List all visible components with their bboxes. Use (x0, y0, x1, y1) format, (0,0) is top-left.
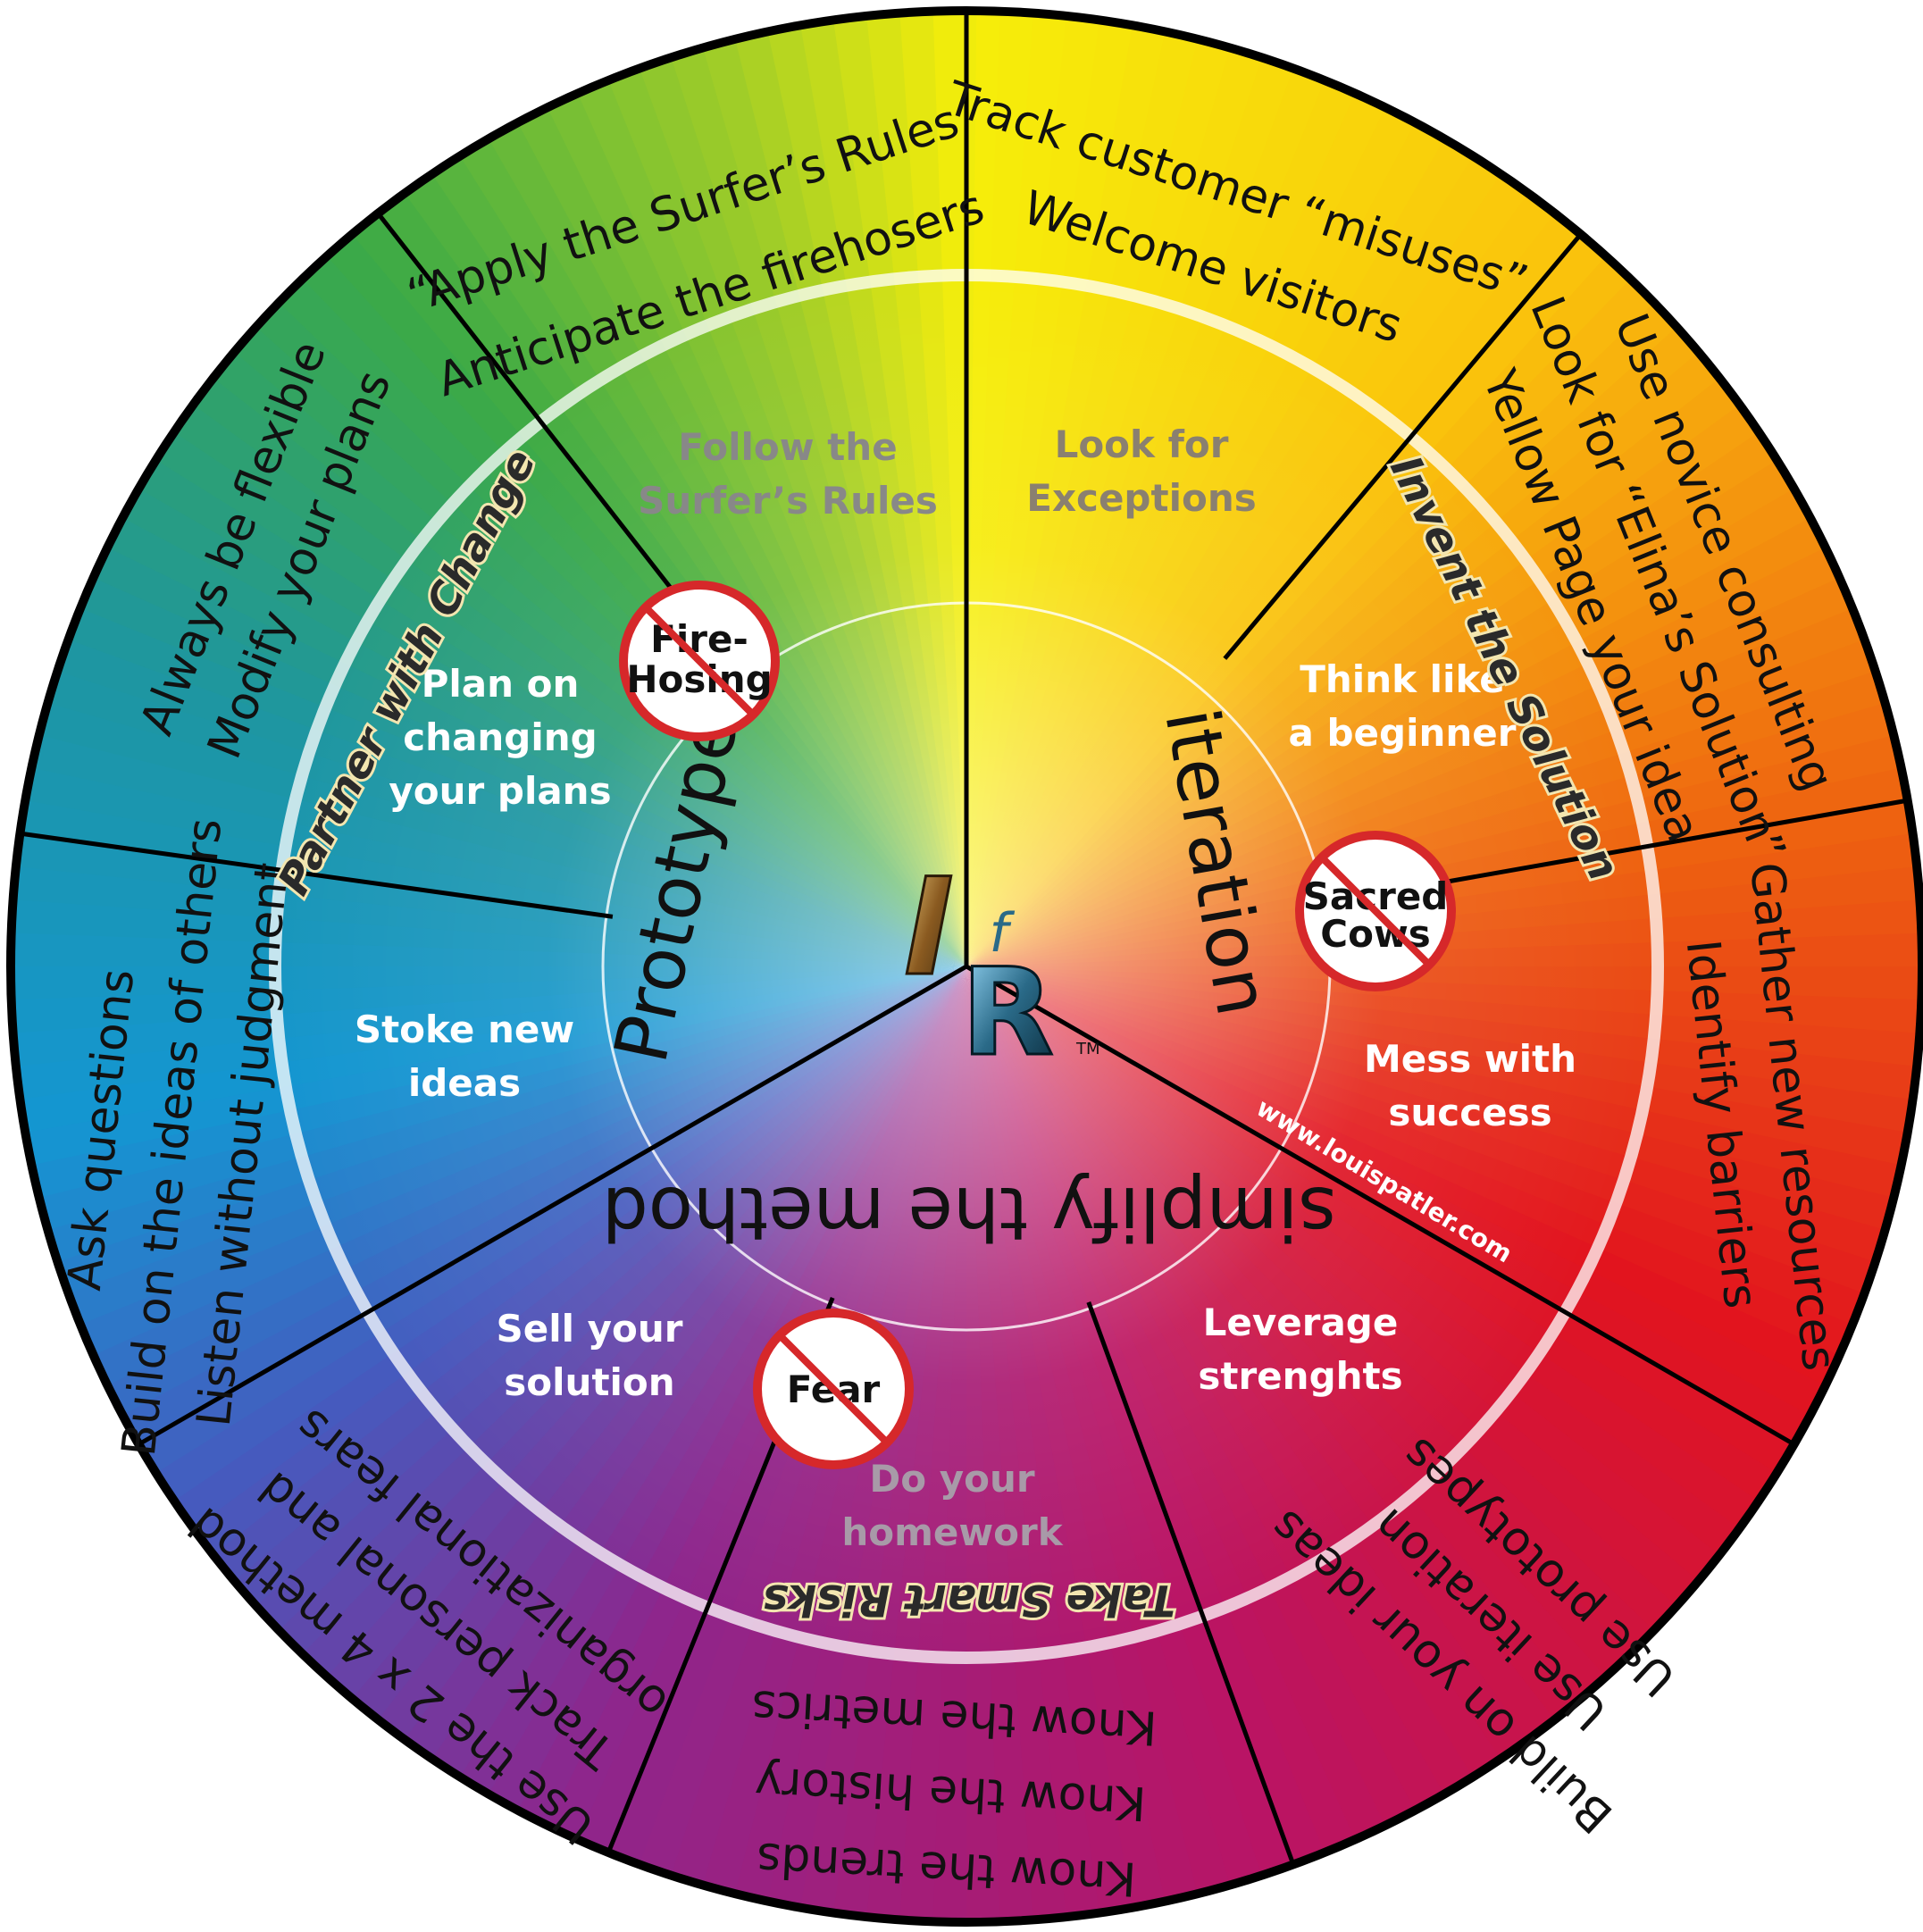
middle-line: a beginner (1289, 711, 1517, 755)
segment-divider (21, 831, 614, 919)
middle-text-follow: Follow the Surfer’s Rules (638, 425, 938, 523)
middle-line: Do your (869, 1457, 1034, 1501)
logo-tm: TM (1075, 1040, 1100, 1058)
middle-line: your plans (389, 769, 611, 813)
middle-line: ideas (408, 1061, 521, 1105)
middle-line: Surfer’s Rules (638, 479, 938, 523)
middle-line: Exceptions (1026, 476, 1256, 520)
middle-text-stoke: Stoke new ideas (355, 1008, 574, 1105)
middle-text-homework: Do your homework (841, 1457, 1063, 1554)
segment-divider (138, 964, 968, 1446)
outer-border (6, 6, 1923, 1927)
middle-line: solution (504, 1360, 674, 1404)
middle-line: Sell your (497, 1307, 683, 1351)
middle-line: Mess with (1364, 1037, 1576, 1081)
middle-text-sell: Sell your solution (497, 1307, 683, 1404)
no-sign-slash (1319, 855, 1432, 967)
segment-divider (965, 964, 1794, 1446)
no-sign-slash (777, 1333, 890, 1445)
no-sign-firehosing: Fire- Hosing (619, 581, 780, 741)
outer-text-know: Know the trends Know the history Know th… (750, 1679, 1158, 1905)
middle-line: Look for (1055, 422, 1229, 466)
no-sign-slash (643, 605, 756, 717)
middle-line: Plan on (422, 662, 580, 706)
segment-divider (1223, 234, 1582, 660)
method-word-simplify: simplify the method (602, 1170, 1336, 1255)
middle-text-plan: Plan on changing your plans (389, 662, 611, 813)
no-sign-sacred: Sacred Cows (1295, 831, 1456, 991)
ring-label-risks: Take Smart Risks (763, 1575, 1175, 1625)
center-logo: I f R TM (903, 849, 1100, 1084)
segment-divider (1086, 1301, 1295, 1864)
middle-line: homework (841, 1510, 1063, 1554)
middle-text-leverage: Leverage strenghts (1198, 1301, 1402, 1398)
middle-line: success (1388, 1091, 1551, 1134)
middle-line: Stoke new (355, 1008, 574, 1051)
middle-text-beginner: Think like a beginner (1289, 657, 1517, 755)
logo-i: I (904, 850, 954, 1006)
middle-text-mess: Mess with success (1364, 1037, 1576, 1134)
no-sign-fear: Fear (753, 1309, 914, 1469)
middle-line: changing (403, 715, 597, 759)
logo-r: R (961, 942, 1054, 1083)
middle-line: Think like (1300, 657, 1504, 701)
middle-line: Leverage (1203, 1301, 1399, 1344)
middle-line: Follow the (678, 425, 897, 469)
middle-line: strenghts (1198, 1354, 1402, 1398)
middle-text-exceptions: Look for Exceptions (1026, 422, 1256, 520)
